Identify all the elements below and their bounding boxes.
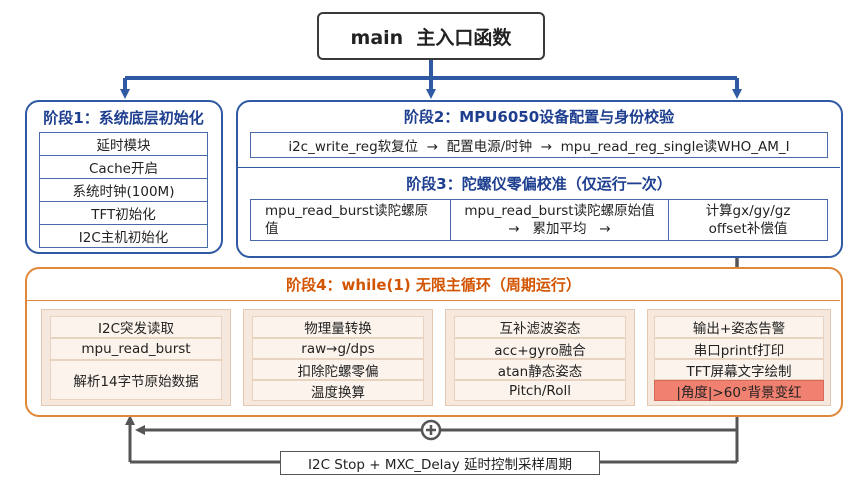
stage4-alert-item: |角度|>60°背景变红 [654,380,824,401]
stage4-column-read: I2C突发读取 mpu_read_burst 解析14字节原始数据 [41,309,231,406]
loop-delay-box: I2C Stop + MXC_Delay 延时控制采样周期 [280,451,600,475]
stage1-item: 系统时钟(100M) [39,178,208,202]
stage4-title-rule [27,300,840,301]
stage3-title: 阶段3：陀螺仪零偏校准（仅运行一次） [406,174,672,193]
stage4-item: Pitch/Roll [454,380,626,401]
stage4-item: mpu_read_burst [50,338,222,360]
stage4-item: TFT屏幕文字绘制 [654,359,824,380]
stage4-column-filter: 互补滤波姿态 acc+gyro融合 atan静态姿态 Pitch/Roll [445,309,635,406]
stage4-item: 解析14字节原始数据 [50,360,222,400]
stage4-column-output: 输出+姿态告警 串口printf打印 TFT屏幕文字绘制 |角度|>60°背景变… [647,309,831,406]
stage1-item: I2C主机初始化 [39,224,208,248]
loop-return-path [125,410,739,464]
stage1-item-list: 延时模块 Cache开启 系统时钟(100M) TFT初始化 I2C主机初始化 [39,132,208,248]
stage1-item: TFT初始化 [39,201,208,225]
stage4-item: I2C突发读取 [50,316,222,338]
main-title: main 主入口函数 [350,26,512,49]
stage3-step: 计算gx/gy/gz offset补偿值 [705,203,791,237]
stage4-item: 互补滤波姿态 [454,316,626,338]
stage4-item: 温度换算 [252,380,424,401]
stage4-column-convert: 物理量转换 raw→g/dps 扣除陀螺零偏 温度换算 [243,309,433,406]
stage1-item: 延时模块 [39,132,208,156]
main-branch-arrows [120,60,742,99]
stage4-title: 阶段4：while(1) 无限主循环（周期运行） [286,275,581,294]
stage4-item: 输出+姿态告警 [654,316,824,338]
stage1-title: 阶段1：系统底层初始化 [43,108,204,127]
main-entry-box: main 主入口函数 [317,12,545,60]
stage4-item: atan静态姿态 [454,359,626,380]
stage1-box: 阶段1：系统底层初始化 延时模块 Cache开启 系统时钟(100M) TFT初… [25,100,223,254]
stage2-flow: i2c_write_reg软复位 → 配置电源/时钟 → mpu_read_re… [250,132,828,158]
stage4-box: 阶段4：while(1) 无限主循环（周期运行） I2C突发读取 mpu_rea… [25,267,843,417]
stage1-item: Cache开启 [39,155,208,179]
stage4-item: 物理量转换 [252,316,424,338]
stage2-title: 阶段2：MPU6050设备配置与身份校验 [403,107,675,126]
stage4-item: acc+gyro融合 [454,338,626,359]
stage4-item: 串口printf打印 [654,338,824,359]
stage3-steps: mpu_read_burst读陀螺原 值 mpu_read_burst读陀螺原始… [250,199,828,241]
stage2-3-box: 阶段2：MPU6050设备配置与身份校验 i2c_write_reg软复位 → … [236,100,843,258]
stage4-item: raw→g/dps [252,338,424,359]
stage3-step: mpu_read_burst读陀螺原始值 → 累加平均 → [451,200,669,240]
loop-delay-label: I2C Stop + MXC_Delay 延时控制采样周期 [308,457,572,473]
stage3-step: mpu_read_burst读陀螺原 值 [251,200,451,240]
stage4-item: 扣除陀螺零偏 [252,359,424,380]
stage-divider [238,167,840,168]
